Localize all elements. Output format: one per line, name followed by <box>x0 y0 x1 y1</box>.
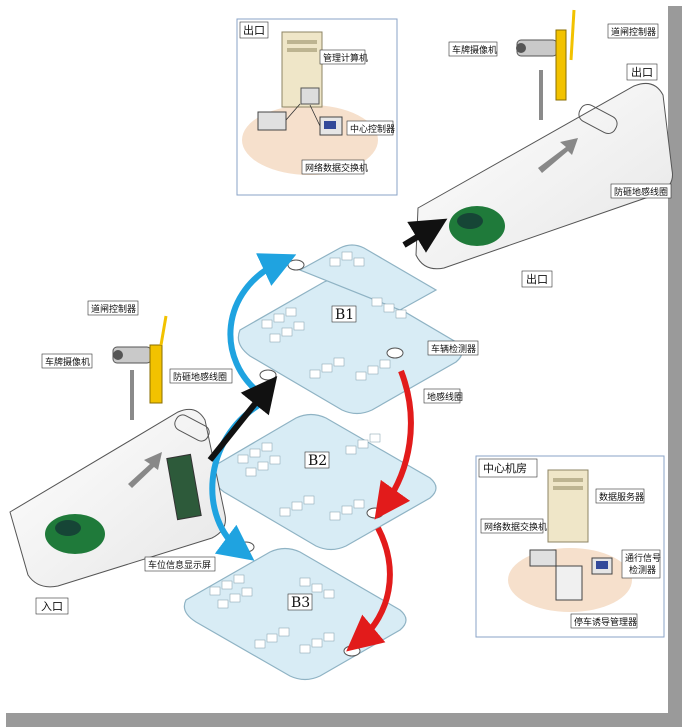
center-room-box: 中心机房 数据服务器 网络数据交换机 通行信号 检测器 停车诱导管理器 <box>475 455 665 638</box>
net-switch-room-label: 网络数据交换机 <box>484 521 547 533</box>
exit-right-label: 出口 <box>631 65 653 79</box>
data-server-label: 数据服务器 <box>599 491 644 503</box>
level-b2-label: B2 <box>308 453 327 469</box>
entrance-label: 入口 <box>41 600 63 613</box>
level-b3-label: B3 <box>291 595 310 611</box>
traffic-detector-label-2: 检测器 <box>629 564 656 576</box>
management-room-box: 出口 管理计算机 中心控制器 网络数据交换机 <box>236 18 398 196</box>
net-switch-top-label: 网络数据交换机 <box>305 162 368 174</box>
center-controller-label: 中心控制器 <box>350 123 395 135</box>
floor-b1: B1 <box>237 244 463 415</box>
anti-smash-left-label: 防砸地感线圈 <box>173 371 227 383</box>
flow-arrows <box>207 218 448 652</box>
ground-coil-label: 地感线圈 <box>427 391 463 403</box>
center-room-label: 中心机房 <box>483 461 527 475</box>
parking-guide-mgr-label: 停车诱导管理器 <box>574 616 637 628</box>
gate-ctrl-left-label: 道闸控制器 <box>91 303 136 315</box>
floor-b3: B3 <box>183 547 407 681</box>
plate-camera-left-label: 车牌摄像机 <box>45 356 90 368</box>
entrance-road: 道闸控制器 车牌摄像机 防砸地感线圈 入口 车位信息显示屏 <box>9 300 233 615</box>
space-display-label: 车位信息显示屏 <box>148 559 211 571</box>
frame-shadow-right <box>668 6 682 727</box>
exit-top-label: 出口 <box>243 23 265 37</box>
exit-road: 车牌摄像机 道闸控制器 出口 防砸地感线圈 出口 <box>415 9 673 288</box>
exit-road-label: 出口 <box>526 272 548 286</box>
frame-shadow-bottom <box>6 713 682 727</box>
plate-camera-top-label: 车牌摄像机 <box>452 44 497 56</box>
vehicle-detector-label: 车辆检测器 <box>431 343 476 355</box>
anti-smash-top-label: 防砸地感线圈 <box>614 186 668 198</box>
gate-ctrl-top-label: 道闸控制器 <box>611 26 656 38</box>
level-b1-label: B1 <box>335 307 354 323</box>
floor-b2: B2 <box>211 413 437 551</box>
traffic-detector-label-1: 通行信号 <box>625 552 661 564</box>
mgmt-pc-label: 管理计算机 <box>323 52 368 64</box>
